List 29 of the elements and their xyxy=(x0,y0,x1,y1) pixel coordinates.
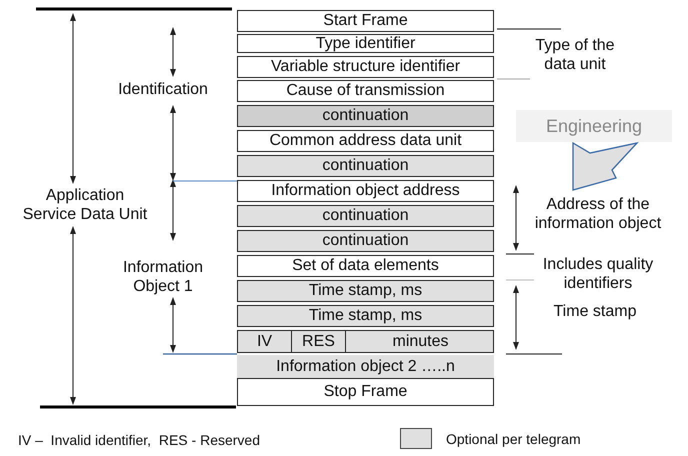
field-row xyxy=(237,330,494,353)
frame-field: Set of data elements xyxy=(237,255,494,277)
annotation-text: Address of the information object xyxy=(534,195,662,233)
frame-field: Information object address xyxy=(237,180,494,202)
frame-field: Stop Frame xyxy=(237,378,494,406)
field-cell: RES xyxy=(292,331,346,352)
frame-field: Time stamp, ms xyxy=(237,280,494,302)
frame-field: Information object 2 …..n xyxy=(237,355,494,378)
annotation-text: Type of the data unit xyxy=(534,36,616,74)
legend-label: Optional per telegram xyxy=(446,430,581,449)
callout-panel: Engineering xyxy=(516,110,672,142)
frame-field: continuation xyxy=(237,105,494,127)
frame-field: Type identifier xyxy=(237,34,494,53)
section-label: Application Service Data Unit xyxy=(22,186,148,224)
frame-field: Common address data unit xyxy=(237,130,494,152)
frame-field: Cause of transmission xyxy=(237,80,494,102)
frame-field: continuation xyxy=(237,205,494,227)
field-cell: minutes xyxy=(346,331,495,352)
annotation-text: Time stamp xyxy=(552,302,638,321)
section-label: Information Object 1 xyxy=(122,258,204,296)
section-label: Identification xyxy=(117,80,209,99)
frame-field: Time stamp, ms xyxy=(237,305,494,327)
frame-field: continuation xyxy=(237,230,494,252)
frame-field: Variable structure identifier xyxy=(237,56,494,78)
field-cell: IV xyxy=(238,331,292,352)
frame-field: continuation xyxy=(237,155,494,177)
frame-field: Start Frame xyxy=(237,10,494,32)
annotation-text: Includes quality identifiers xyxy=(542,255,654,293)
legend-note: IV – Invalid identifier, RES - Reserved xyxy=(18,431,261,450)
